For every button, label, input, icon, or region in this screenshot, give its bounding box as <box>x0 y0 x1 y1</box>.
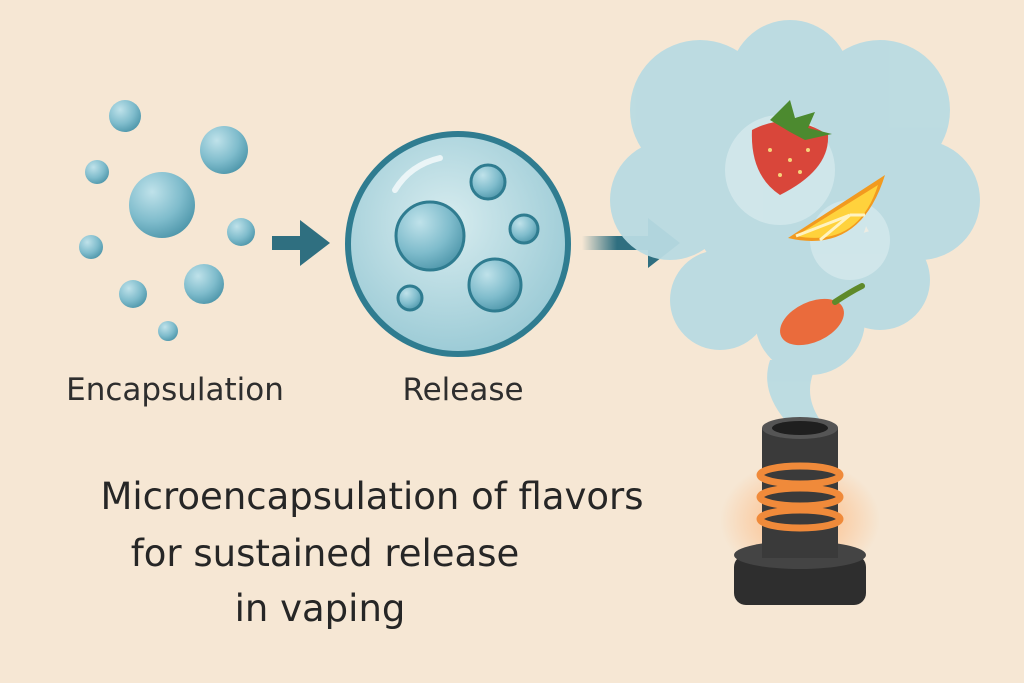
title-line-2: for sustained release <box>130 532 520 575</box>
heating-coil-device <box>720 417 880 605</box>
capsule <box>85 160 109 184</box>
capsule <box>119 280 147 308</box>
release-label: Release <box>402 372 524 408</box>
orange-slice-icon <box>788 175 885 242</box>
capsule <box>200 126 248 174</box>
pepper-icon <box>780 283 865 346</box>
arrow-right-icon <box>272 220 330 266</box>
capsule-group <box>79 100 255 341</box>
capsule <box>227 218 255 246</box>
capsule <box>184 264 224 304</box>
capsule <box>158 321 178 341</box>
capsule <box>79 235 103 259</box>
release-capsule <box>345 131 571 357</box>
encapsulation-label: Encapsulation <box>66 372 284 408</box>
strawberry-icon <box>751 100 832 195</box>
title-line-3: in vaping <box>234 587 406 630</box>
title-line-1: Microencapsulation of flavors <box>100 475 644 518</box>
capsule <box>109 100 141 132</box>
capsule <box>129 172 195 238</box>
